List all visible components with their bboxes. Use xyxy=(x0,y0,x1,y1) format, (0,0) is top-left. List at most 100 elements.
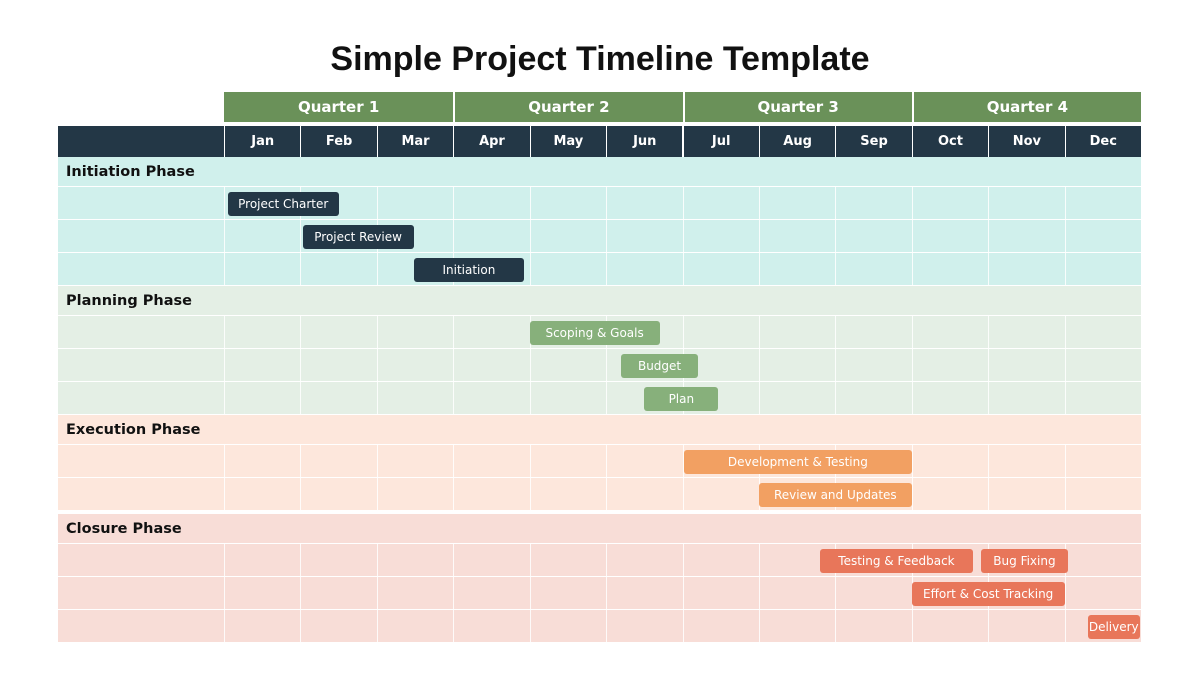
month-mar: Mar xyxy=(376,126,454,157)
grid-line xyxy=(911,316,913,349)
grid-line xyxy=(835,253,837,286)
grid-line xyxy=(1141,349,1142,382)
grid-line xyxy=(529,349,531,382)
grid-line xyxy=(453,577,455,610)
quarter-3: Quarter 3 xyxy=(682,92,912,122)
page-title: Simple Project Timeline Template xyxy=(330,40,870,78)
grid-line xyxy=(1141,253,1142,286)
task-bar-scoping-goals[interactable]: Scoping & Goals xyxy=(529,321,660,345)
grid-line xyxy=(606,610,608,643)
grid-line xyxy=(224,349,225,382)
grid-line xyxy=(988,382,990,415)
grid-line xyxy=(682,253,684,286)
phase-row-execution xyxy=(58,415,1141,445)
grid-line xyxy=(911,253,913,286)
grid-line xyxy=(606,478,608,511)
grid-line xyxy=(300,577,302,610)
grid-line xyxy=(453,349,455,382)
grid-line xyxy=(224,445,225,478)
grid-line xyxy=(1141,544,1142,577)
task-bar-delivery[interactable]: Delivery xyxy=(1087,615,1140,639)
grid-line xyxy=(453,382,455,415)
grid-line xyxy=(682,316,684,349)
grid-line xyxy=(1141,220,1142,253)
task-row xyxy=(58,478,1141,511)
grid-line xyxy=(606,577,608,610)
grid-line xyxy=(529,478,531,511)
grid-line xyxy=(835,187,837,220)
month-header-spacer xyxy=(58,126,224,157)
task-bar-initiation[interactable]: Initiation xyxy=(413,258,525,282)
grid-line xyxy=(988,187,990,220)
grid-line xyxy=(453,445,455,478)
grid-line xyxy=(911,445,913,478)
grid-line xyxy=(911,187,913,220)
grid-line xyxy=(606,382,608,415)
grid-line xyxy=(911,220,913,253)
task-bar-budget[interactable]: Budget xyxy=(621,354,698,378)
grid-line xyxy=(758,610,760,643)
task-row xyxy=(58,220,1141,253)
month-oct: Oct xyxy=(911,126,989,157)
grid-line xyxy=(758,544,760,577)
grid-line xyxy=(453,220,455,253)
grid-line xyxy=(606,220,608,253)
grid-line xyxy=(758,349,760,382)
grid-line xyxy=(224,382,225,415)
grid-line xyxy=(224,253,225,286)
grid-line xyxy=(376,253,378,286)
task-bar-project-charter[interactable]: Project Charter xyxy=(227,192,339,216)
grid-line xyxy=(988,478,990,511)
task-row xyxy=(58,253,1141,286)
grid-line xyxy=(682,610,684,643)
grid-line xyxy=(911,478,913,511)
phase-row-closure xyxy=(58,514,1141,544)
grid-line xyxy=(224,478,225,511)
grid-line xyxy=(529,220,531,253)
grid-line xyxy=(835,382,837,415)
task-bar-bug-fixing[interactable]: Bug Fixing xyxy=(980,549,1069,573)
grid-line xyxy=(300,349,302,382)
grid-line xyxy=(376,478,378,511)
month-jan: Jan xyxy=(224,126,301,157)
grid-line xyxy=(224,610,225,643)
task-bar-plan[interactable]: Plan xyxy=(644,387,719,411)
grid-line xyxy=(529,544,531,577)
grid-line xyxy=(1064,187,1066,220)
task-bar-project-review[interactable]: Project Review xyxy=(302,225,414,249)
grid-line xyxy=(1064,382,1066,415)
grid-line xyxy=(758,577,760,610)
grid-line xyxy=(300,445,302,478)
task-row xyxy=(58,610,1141,643)
grid-line xyxy=(682,187,684,220)
task-bar-review-and-updates[interactable]: Review and Updates xyxy=(758,483,912,507)
month-nov: Nov xyxy=(988,126,1065,157)
grid-line xyxy=(988,220,990,253)
grid-line xyxy=(606,349,608,382)
grid-line xyxy=(835,316,837,349)
grid-line xyxy=(453,316,455,349)
grid-line xyxy=(453,544,455,577)
grid-line xyxy=(835,610,837,643)
task-bar-development-testing[interactable]: Development & Testing xyxy=(684,450,912,474)
month-apr: Apr xyxy=(453,126,530,157)
grid-line xyxy=(1141,382,1142,415)
task-bar-effort-cost-tracking[interactable]: Effort & Cost Tracking xyxy=(911,582,1065,606)
grid-line xyxy=(529,445,531,478)
grid-line xyxy=(835,349,837,382)
grid-line xyxy=(453,187,455,220)
grid-line xyxy=(376,382,378,415)
month-dec: Dec xyxy=(1064,126,1141,157)
grid-line xyxy=(224,316,225,349)
grid-line xyxy=(1064,445,1066,478)
grid-line xyxy=(1064,220,1066,253)
phase-label-initiation: Initiation Phase xyxy=(66,164,195,180)
month-aug: Aug xyxy=(758,126,836,157)
grid-line xyxy=(224,577,225,610)
grid-line xyxy=(758,382,760,415)
grid-line xyxy=(606,445,608,478)
grid-line xyxy=(300,382,302,415)
grid-line xyxy=(376,577,378,610)
task-bar-testing-feedback[interactable]: Testing & Feedback xyxy=(820,549,973,573)
grid-line xyxy=(300,544,302,577)
